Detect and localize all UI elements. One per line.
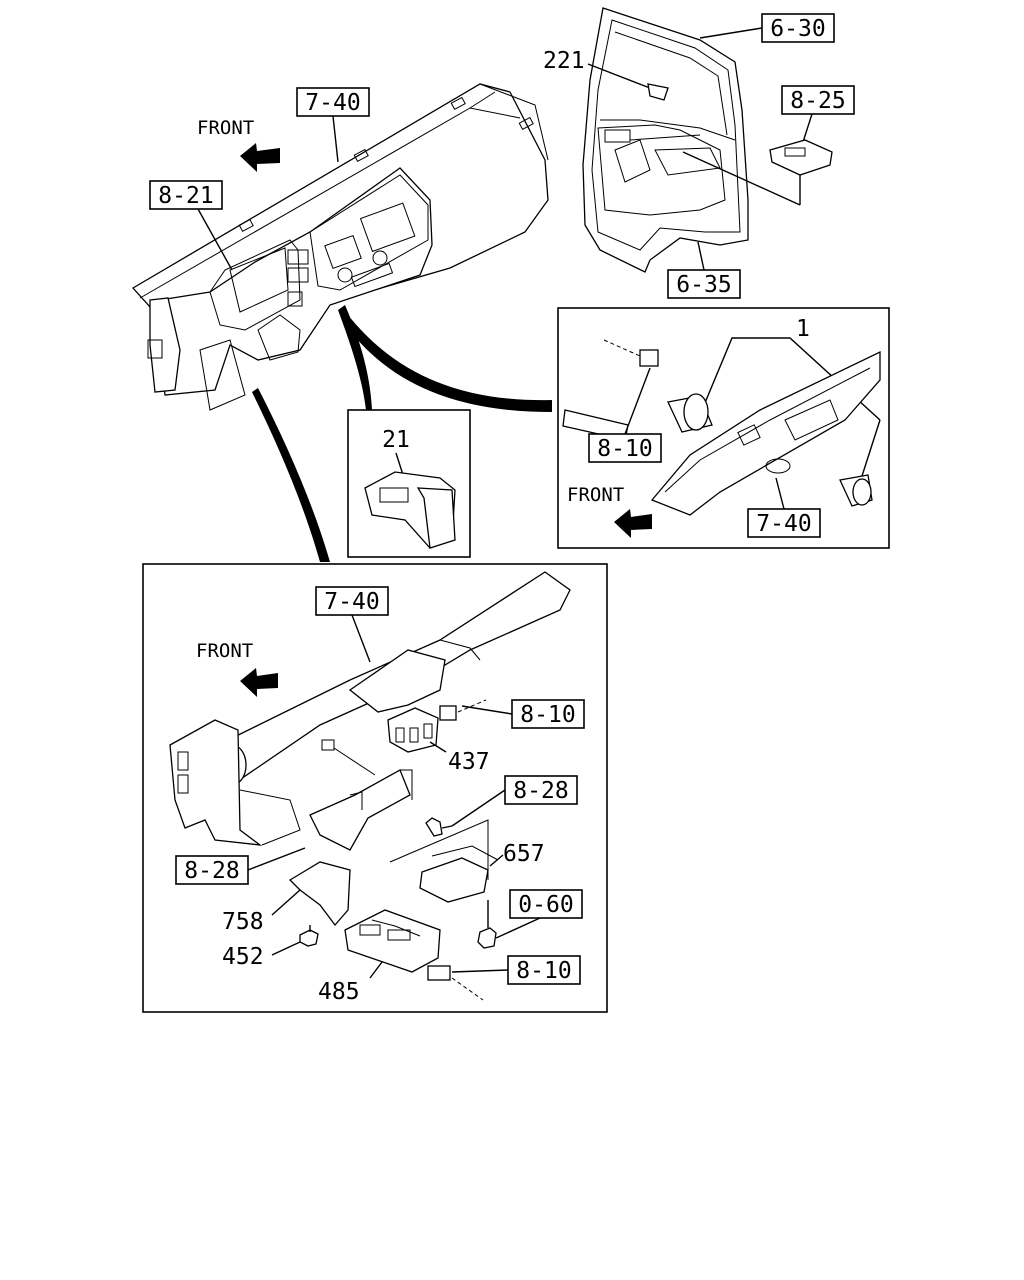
part-1: 1 [796,316,810,342]
part-485: 485 [318,979,360,1005]
detail-box-panel: 1 8-10 FRONT 7-40 [557,307,890,549]
ref-8-28-b: 8-28 [184,858,239,884]
part-758: 758 [222,909,264,935]
door-drawing [582,7,749,273]
detail-box-21: 21 [347,409,471,558]
callout-8-21: 8-21 [149,180,233,271]
callout-6-35: 6-35 [667,241,741,299]
front-label-top: FRONT [197,117,254,139]
callout-7-40-top: 7-40 [296,87,370,163]
ref-6-35: 6-35 [676,272,731,298]
part-21: 21 [382,427,410,453]
ref-8-25: 8-25 [790,88,845,114]
part-221: 221 [543,48,585,74]
ref-8-10-a: 8-10 [520,702,575,728]
detail-box-bottom: FRONT 7-40 437 8-10 8-28 8-28 [142,563,608,1013]
instrument-panel-drawing [131,83,549,411]
callout-6-30: 6-30 [699,13,835,43]
ref-7-40-detail: 7-40 [756,511,811,537]
ref-6-30: 6-30 [770,16,825,42]
part-657: 657 [503,841,545,867]
ref-7-40-top: 7-40 [305,90,360,116]
ref-8-10-b: 8-10 [516,958,571,984]
part-437: 437 [448,749,490,775]
ref-0-60: 0-60 [518,892,573,918]
part-452: 452 [222,944,264,970]
callout-221: 221 [543,48,669,101]
ref-8-21: 8-21 [158,183,213,209]
callout-8-25: 8-25 [682,85,855,206]
front-label-detail: FRONT [567,484,624,506]
front-label-bottom: FRONT [196,640,253,662]
front-arrow-top: FRONT [197,117,280,172]
ref-7-40-bottom: 7-40 [324,589,379,615]
ref-8-28-a: 8-28 [513,778,568,804]
ref-8-10-detail: 8-10 [597,436,652,462]
